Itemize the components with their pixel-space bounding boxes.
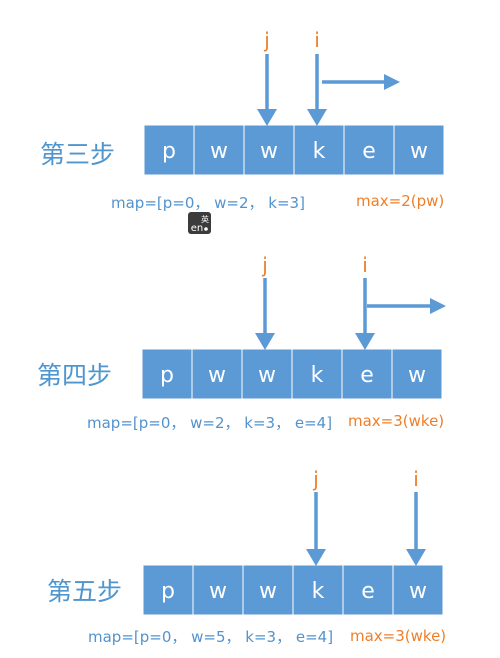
pointer-j-label: j [263,28,270,52]
max-length-text: max=3(wke) [350,627,446,645]
step-label: 第四步 [37,361,112,390]
pointer-j-arrowhead [255,333,275,350]
pointer-i-label: i [413,467,419,491]
step-5: 第五步 p w w k e w j i map=[p=0， w=5， k=3， e=4] max=3… [47,467,446,646]
pointer-j-arrowhead [257,109,277,126]
array-cell-char: w [260,139,278,164]
pointer-j-arrowhead [306,549,326,566]
array-cell-char: w [258,363,276,388]
step-4: 第四步 p w w k e w j i map=[p=0， w=2， k=3， e=4] max=3… [37,253,446,432]
array-cell-char: w [208,363,226,388]
step-label: 第五步 [47,577,122,606]
array-cell-char: w [408,363,426,388]
array-cell-char: p [161,579,175,604]
array-cell-char: e [362,139,376,164]
array-cell-char: w [210,139,228,164]
ime-language-badge[interactable]: 英en [188,212,211,234]
array-cell [142,564,194,616]
array-cell [243,124,295,176]
array-cell [393,124,445,176]
array-cell-char: e [361,579,375,604]
max-length-text: max=2(pw) [356,192,444,210]
array-cell [392,564,444,616]
array-cell [193,124,245,176]
map-state-text: map=[p=0， w=2， k=3] [111,194,305,212]
array-cell-char: p [160,363,174,388]
pointer-j-label: j [312,467,319,491]
array-cell-char: p [162,139,176,164]
array-cell [192,564,244,616]
map-state-text: map=[p=0， w=2， k=3， e=4] [87,414,332,432]
array-cell-char: w [410,139,428,164]
array-cell [143,124,195,176]
pointer-i-label: i [314,28,320,52]
array-cell-char: k [311,363,324,388]
ime-badge-main: en [191,223,204,234]
pointer-i-label: i [362,253,368,277]
pointer-i-arrowhead [307,109,327,126]
max-length-text: max=3(wke) [348,412,444,430]
array-cell-char: w [409,579,427,604]
pointer-i-arrowhead [355,333,375,350]
ime-badge-dot-icon [204,227,208,231]
array-cell-char: w [259,579,277,604]
array-cell-char: e [360,363,374,388]
pointer-j-label: j [261,253,268,277]
step-3: 第三步 p w w k e w j i map=[p=0， w=2， k=3] max=2(pw) [40,28,445,212]
step-label: 第三步 [40,140,115,169]
array-cell [241,348,293,400]
array-cell [191,348,243,400]
array-cell-char: k [313,139,326,164]
array-cell [391,348,443,400]
advance-arrowhead [384,74,400,90]
ime-badge-secondary: 英 [201,214,209,224]
array-cell-char: k [312,579,325,604]
array-cell [341,348,393,400]
array-cell [291,348,343,400]
map-state-text: map=[p=0， w=5， k=3， e=4] [88,628,333,646]
array-cell-char: w [209,579,227,604]
pointer-i-arrowhead [406,549,426,566]
array-cell [343,124,395,176]
advance-arrowhead [430,298,446,314]
array-cell [342,564,394,616]
